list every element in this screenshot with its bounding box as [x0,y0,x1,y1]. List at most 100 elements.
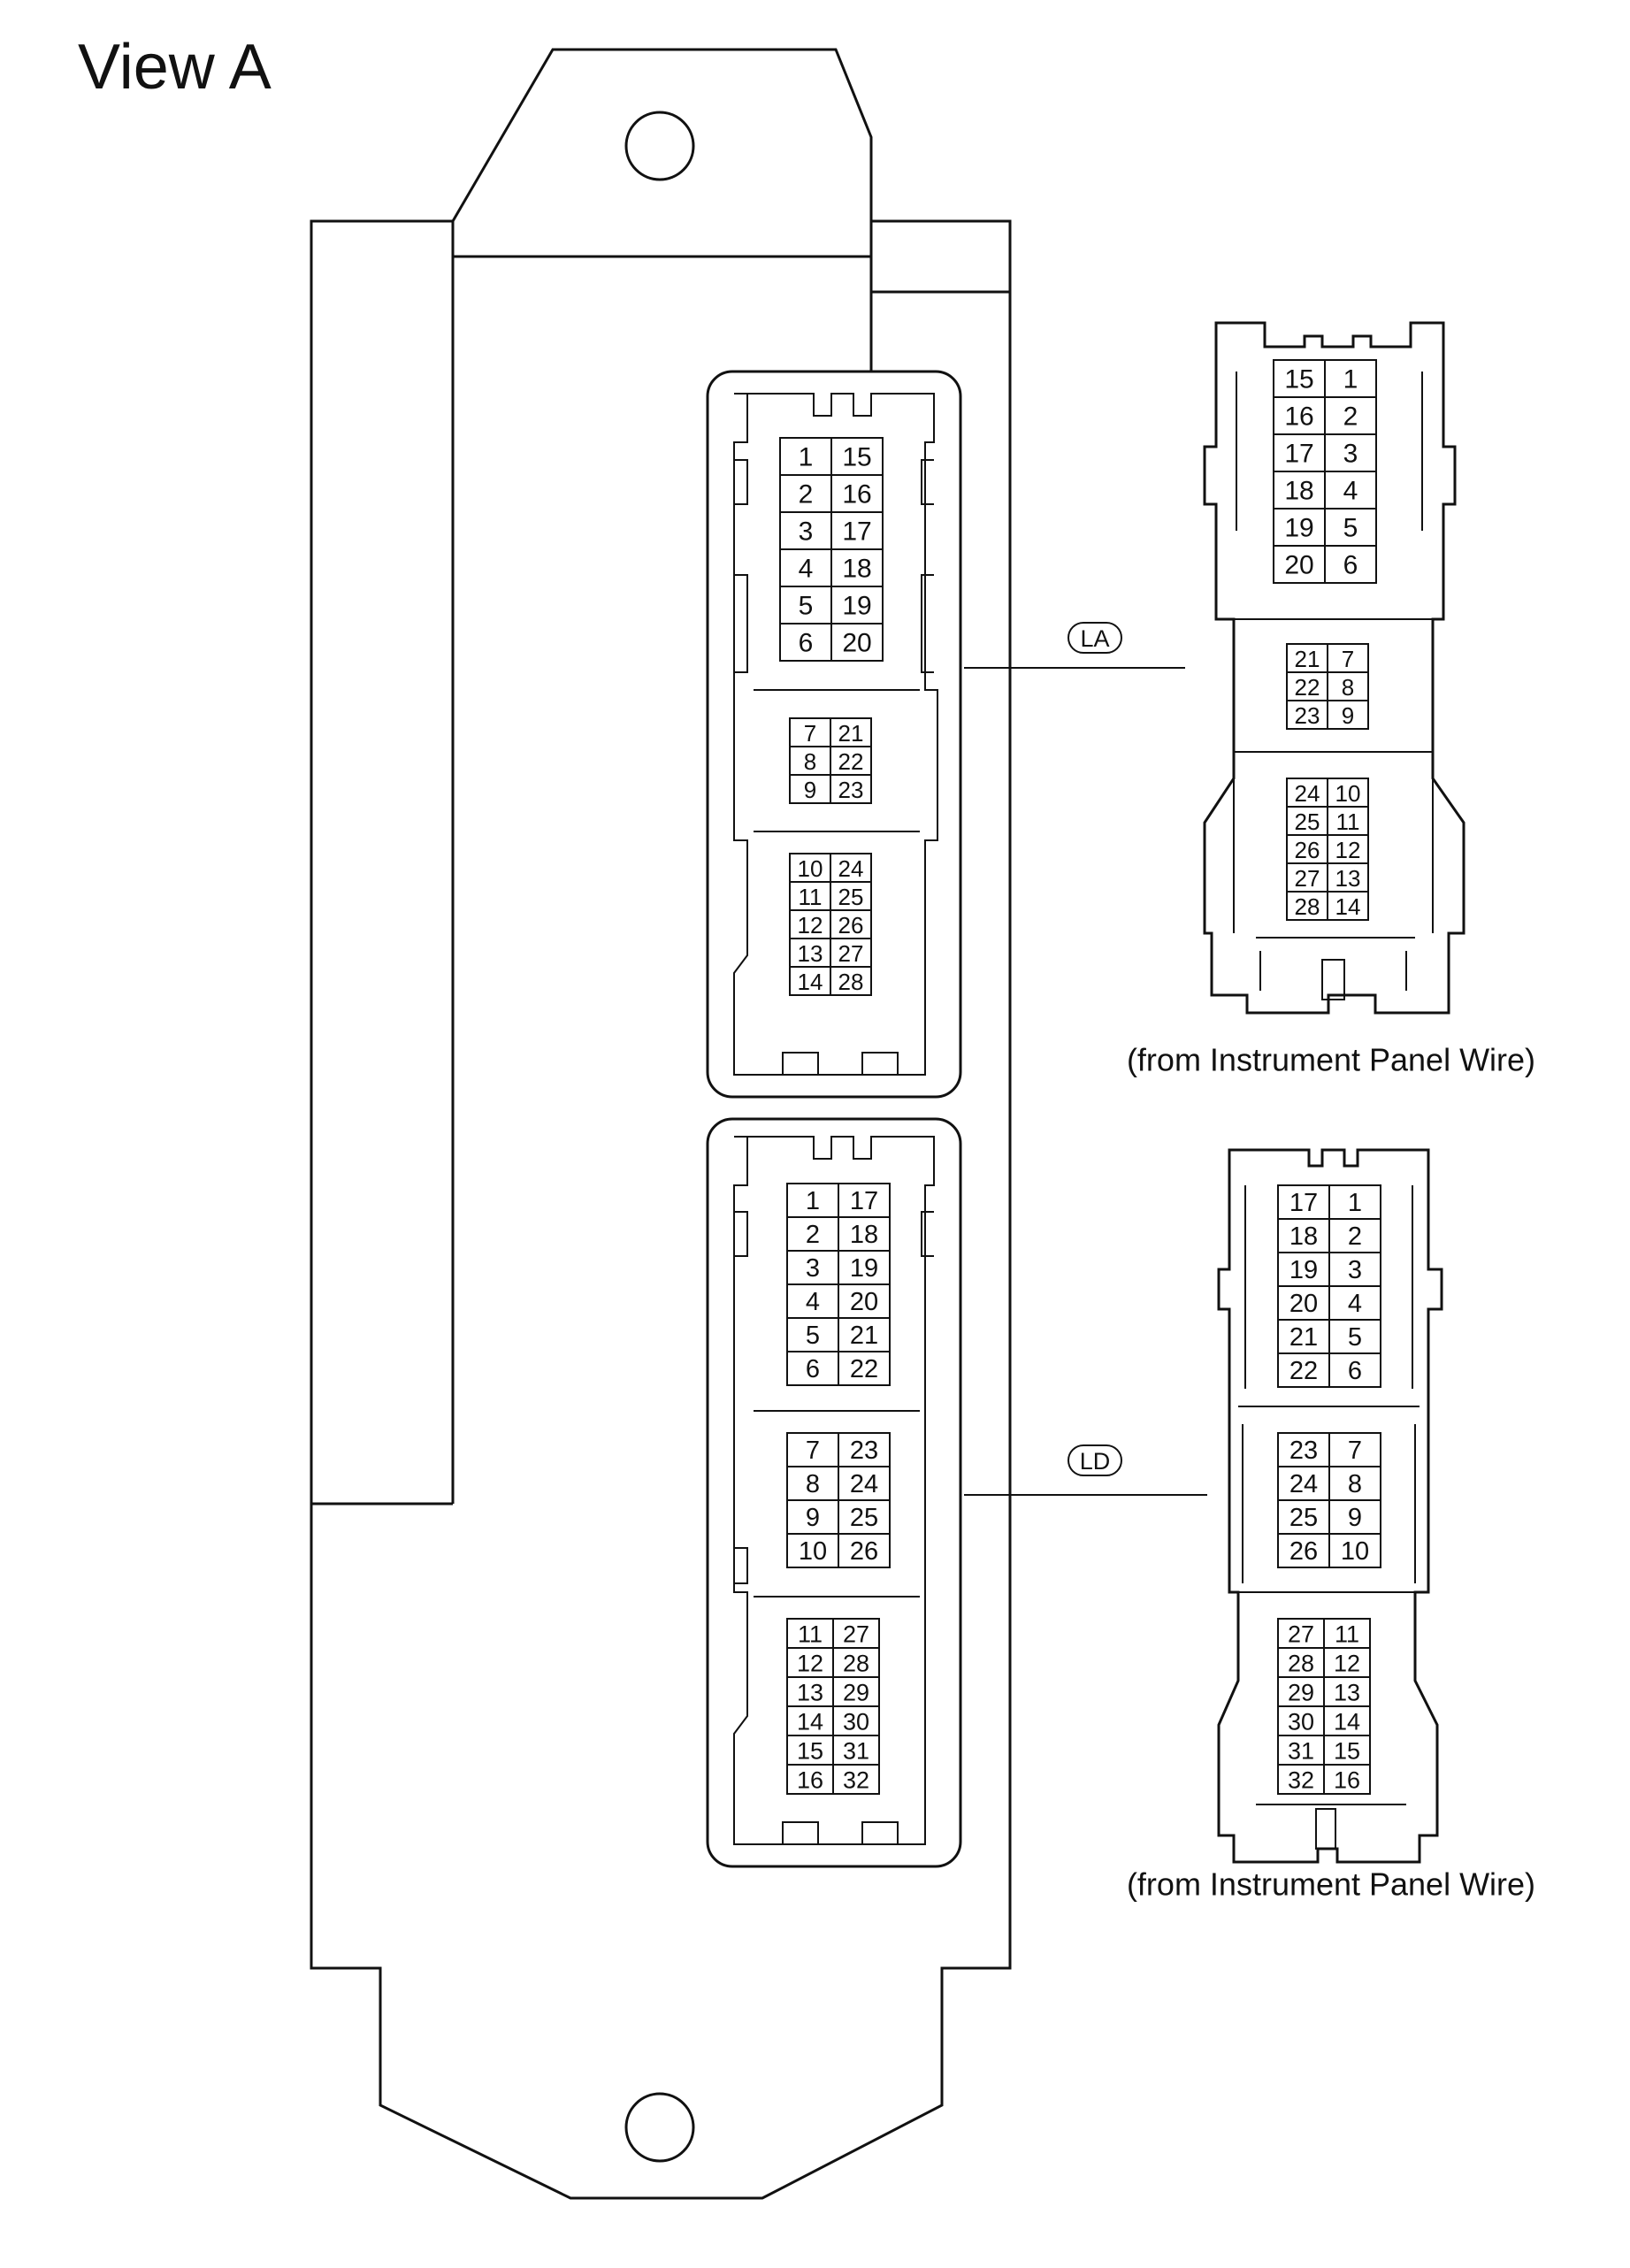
pin-number: 21 [1289,1323,1318,1352]
pin-number: 2 [806,1221,820,1249]
pin-number: 29 [843,1680,869,1706]
pin-number: 20 [850,1288,878,1316]
pin-number: 22 [850,1355,878,1383]
pin-cell [1327,700,1369,730]
pin-cell [830,774,872,804]
pin-number: 12 [798,912,823,939]
pin-number: 2 [1343,402,1358,432]
pin-number: 28 [1295,893,1320,920]
pin-number: 23 [1289,1437,1318,1465]
pin-cell [1323,1764,1371,1795]
pin-number: 9 [1348,1504,1362,1532]
pin-number: 6 [1348,1357,1362,1385]
pin-number: 9 [804,777,816,803]
connector-tag-la: LA [1068,622,1122,654]
pin-number: 19 [1289,1256,1318,1284]
pin-number: 25 [1289,1504,1318,1532]
pin-number: 16 [842,480,871,510]
pin-number: 15 [1334,1738,1360,1765]
pin-number: 4 [806,1288,820,1316]
pin-number: 22 [838,748,864,775]
pin-number: 9 [806,1504,820,1532]
pin-number: 20 [1284,551,1313,580]
pin-number: 4 [1348,1290,1362,1318]
pin-grid-ld-harness-side-2: 23 7 24 8 25 9 26 10 [1277,1432,1381,1568]
pin-number: 13 [798,940,823,967]
pin-number: 3 [1348,1256,1362,1284]
pin-number: 9 [1342,702,1354,729]
pin-number: 3 [1343,440,1358,469]
pin-number: 24 [1295,780,1320,807]
pin-number: 30 [1288,1709,1314,1735]
pin-number: 32 [1288,1767,1314,1794]
pin-cell [1328,1533,1381,1568]
pin-number: 17 [850,1187,878,1215]
pin-number: 6 [1343,551,1358,580]
pin-cell [830,966,872,996]
pin-number: 5 [1343,514,1358,543]
pin-number: 10 [799,1537,827,1566]
pin-number: 10 [1341,1537,1369,1566]
connector-ld-caption: (from Instrument Panel Wire) [1127,1866,1535,1903]
pin-number: 27 [1288,1621,1314,1648]
pin-number: 4 [799,555,814,584]
pin-number: 16 [797,1767,823,1794]
pin-number: 13 [1335,865,1361,892]
pin-number: 1 [1348,1189,1362,1217]
connector-tag-ld: LD [1068,1444,1122,1476]
pin-number: 19 [842,592,871,621]
pin-cell [832,1764,880,1795]
pin-number: 25 [838,884,864,910]
pin-number: 17 [1284,440,1313,469]
pin-number: 28 [838,969,864,995]
pin-number: 26 [1289,1537,1318,1566]
ecu-connector-la-housing [706,370,962,1099]
pin-number: 14 [797,1709,823,1735]
pin-cell [1328,1352,1381,1388]
svg-text:LA: LA [1080,625,1109,652]
pin-number: 11 [1336,808,1360,835]
pin-number: 14 [798,969,823,995]
pin-cell [838,1351,891,1386]
pin-number: 11 [799,884,823,910]
harness-connector-la-housing [1203,321,1465,1015]
pin-number: 26 [1295,837,1320,863]
view-title: View A [78,32,272,103]
connector-la-caption: (from Instrument Panel Wire) [1127,1042,1535,1078]
pin-number: 13 [797,1680,823,1706]
pin-number: 15 [1284,365,1313,395]
pin-number: 27 [843,1621,869,1648]
pin-number: 19 [1284,514,1313,543]
pin-number: 16 [1284,402,1313,432]
mounting-hole-bottom [624,2092,695,2163]
pin-number: 20 [1289,1290,1318,1318]
pin-cell [1327,891,1369,921]
pin-number: 22 [1295,674,1320,701]
pin-number: 12 [1334,1651,1360,1677]
pin-number: 3 [806,1254,820,1283]
pin-number: 30 [843,1709,869,1735]
pin-number: 23 [838,777,864,803]
pin-number: 31 [843,1738,869,1765]
mounting-hole-top [624,111,695,181]
pin-number: 32 [843,1767,869,1794]
pin-number: 18 [842,555,871,584]
pin-number: 24 [1289,1470,1318,1498]
pin-number: 23 [1295,702,1320,729]
pin-number: 28 [1288,1651,1314,1677]
pin-number: 11 [798,1621,823,1648]
pin-number: 8 [1348,1470,1362,1498]
pin-number: 18 [1289,1222,1318,1251]
pin-number: 10 [798,855,823,882]
pin-number: 7 [804,720,816,747]
pin-number: 7 [1348,1437,1362,1465]
ecu-connector-ld-housing [706,1117,962,1868]
